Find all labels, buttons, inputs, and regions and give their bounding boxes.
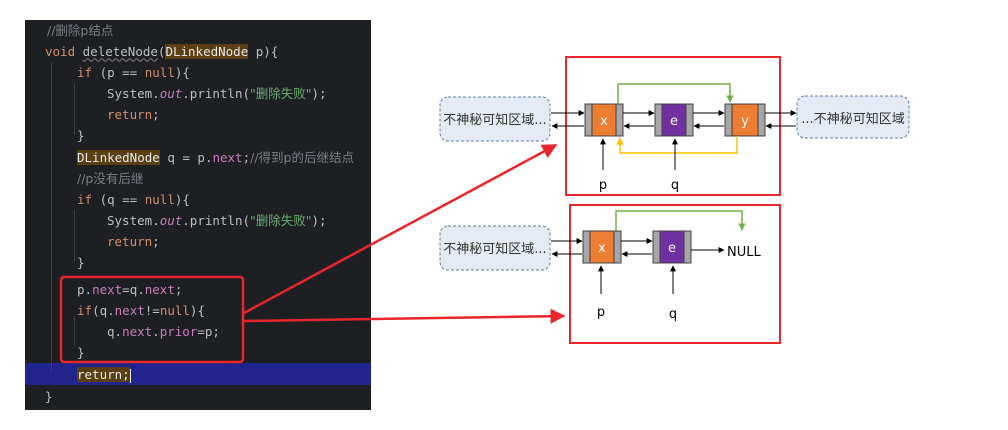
code-line-6: } <box>77 128 85 143</box>
code-line-7: DLinkedNode q = p.next;//得到p的后继结点 <box>77 150 354 165</box>
pointer-p-bottom: p <box>597 305 605 320</box>
cloud-left-bottom <box>439 225 551 271</box>
code-highlight-box <box>59 275 245 364</box>
diagram-after: 不神秘可知区域... x e NULL p q <box>439 204 781 344</box>
red-pointer-arrow-top <box>243 143 558 315</box>
code-line-10: System.out.println("删除失败"); <box>107 213 327 228</box>
cloud-right-top-label: ...不神秘可知区域 <box>801 111 904 127</box>
green-next-link-top <box>617 83 734 104</box>
node-x-top-label: x <box>600 114 608 129</box>
cloud-left-top-label: 不神秘可知区域... <box>443 112 546 128</box>
indent-guide <box>74 83 75 135</box>
code-line-1: //删除p结点 <box>47 23 114 38</box>
code-line-11: return; <box>107 234 160 249</box>
node-e-top-label: e <box>670 114 678 129</box>
node-x-bottom: x <box>582 230 622 264</box>
green-next-link-bottom <box>615 210 746 231</box>
indent-guide <box>74 210 75 262</box>
node-x-bottom-label: x <box>598 241 606 256</box>
code-line-13: p.next=q.next; <box>77 282 183 297</box>
node-y-top-label: y <box>741 114 749 129</box>
cloud-left-top <box>439 96 551 142</box>
indent-guide <box>74 316 75 346</box>
text-caret <box>129 368 131 383</box>
red-frame-bottom <box>569 204 781 344</box>
code-line-2: void deleteNode(DLinkedNode p){ <box>45 44 279 59</box>
code-line-18: } <box>45 389 53 404</box>
pointer-p-top: p <box>599 178 607 193</box>
code-line-4: System.out.println("删除失败"); <box>107 86 327 101</box>
node-e-top: e <box>654 103 694 137</box>
null-label: NULL <box>727 245 761 260</box>
node-x-top: x <box>584 103 624 137</box>
node-e-bottom: e <box>652 230 692 264</box>
cloud-right-top <box>796 95 910 139</box>
code-line-12: } <box>77 255 85 270</box>
code-line-3: if (p == null){ <box>77 65 190 80</box>
indent-guide <box>51 62 52 373</box>
code-editor: //删除p结点 void deleteNode(DLinkedNode p){ … <box>25 20 371 410</box>
node-y-top: y <box>724 103 766 137</box>
code-line-17: return; <box>77 367 131 383</box>
code-line-9: if (q == null){ <box>77 192 190 207</box>
code-line-5: return; <box>107 107 160 122</box>
red-pointer-arrow-bottom <box>243 308 566 324</box>
code-line-14: if(q.next!=null){ <box>77 303 205 318</box>
node-e-bottom-label: e <box>668 241 676 256</box>
diagram-before: 不神秘可知区域... ...不神秘可知区域 x e y <box>439 56 910 196</box>
code-line-16: } <box>77 345 85 360</box>
pointer-q-top: q <box>671 178 679 193</box>
code-line-8: //p没有后继 <box>77 171 144 186</box>
cloud-left-bottom-label: 不神秘可知区域... <box>443 241 546 257</box>
yellow-prior-link-top <box>616 136 738 154</box>
pointer-q-bottom: q <box>669 307 677 322</box>
code-line-15: q.next.prior=p; <box>107 324 220 339</box>
